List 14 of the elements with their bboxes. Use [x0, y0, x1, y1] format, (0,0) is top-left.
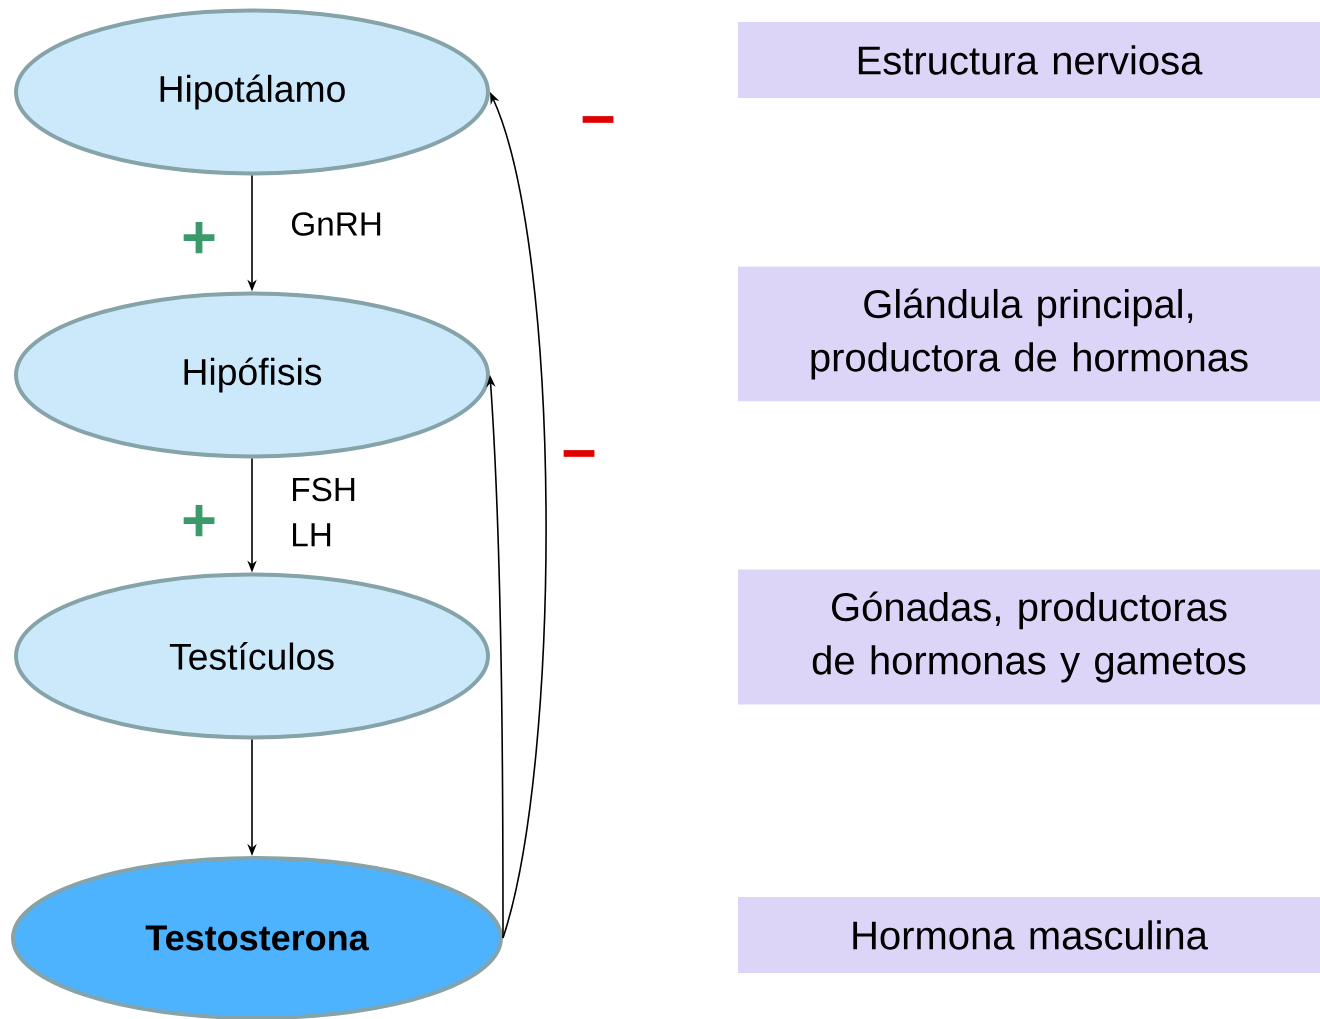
ellipse-node: Testosterona	[11, 856, 503, 1019]
edge-label: GnRH	[291, 212, 381, 236]
edge-label: FSH LH	[293, 477, 355, 547]
ellipse-node: Hipotálamo	[14, 8, 490, 176]
ellipse-node: Hipófisis	[14, 291, 490, 459]
description-box: Glándula principal, productora de hormonas	[738, 266, 1320, 402]
description-box: Gónadas, productoras de hormonas y gametos	[738, 569, 1320, 705]
plus-sign: +	[183, 222, 215, 254]
plus-sign: +	[183, 505, 215, 537]
description-box: Estructura nerviosa	[738, 22, 1320, 98]
ellipse-node: Testículos	[14, 572, 490, 740]
description-box: Hormona masculina	[738, 897, 1320, 973]
minus-sign: −	[582, 116, 614, 123]
minus-sign: −	[563, 450, 595, 457]
